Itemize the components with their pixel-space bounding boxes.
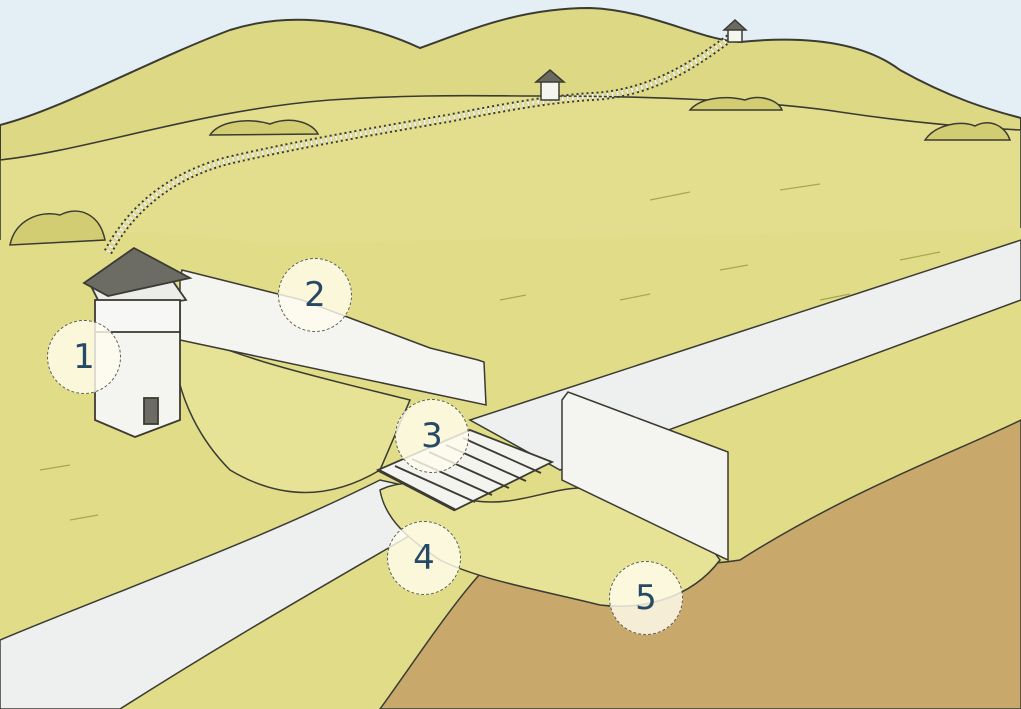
marker-4-label: 4 (413, 538, 435, 578)
distant-tower-2 (722, 18, 748, 43)
grass-hatching (39, 183, 941, 521)
earth-rampart (174, 328, 412, 494)
marker-5[interactable]: 5 (609, 561, 683, 635)
marker-3-label: 3 (421, 416, 443, 456)
marker-2-label: 2 (304, 275, 326, 315)
marker-5-label: 5 (635, 578, 657, 618)
bushes (9, 96, 1012, 246)
palisade-right (561, 391, 729, 562)
marker-3[interactable]: 3 (395, 399, 469, 473)
marker-1-label: 1 (73, 337, 95, 377)
marker-2[interactable]: 2 (278, 258, 352, 332)
marker-1[interactable]: 1 (47, 320, 121, 394)
distant-tower-1 (533, 69, 567, 101)
marker-4[interactable]: 4 (387, 521, 461, 595)
